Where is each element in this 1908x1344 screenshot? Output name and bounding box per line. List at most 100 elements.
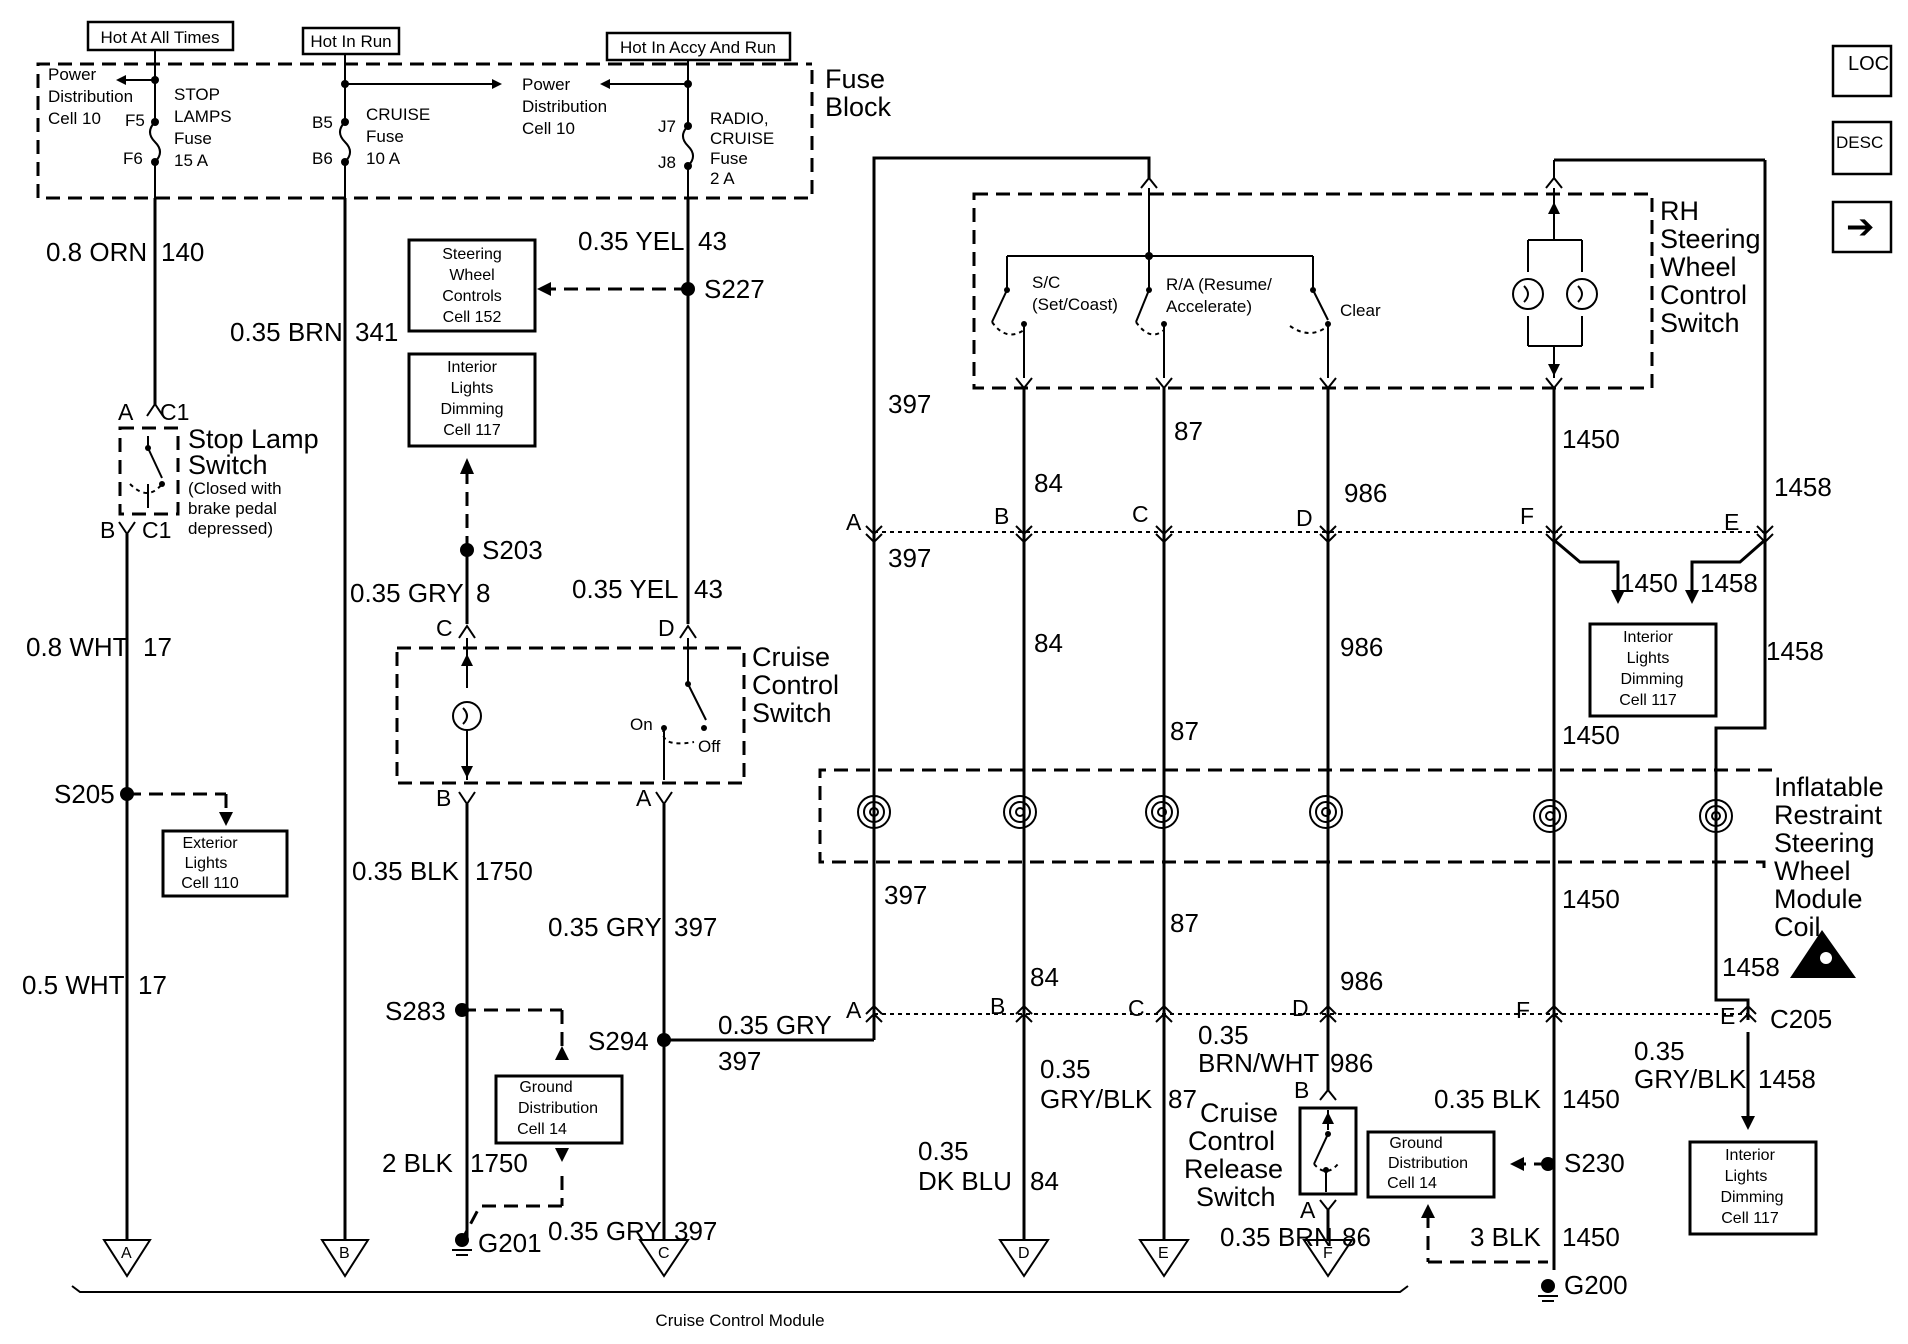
svg-text:Ground: Ground (1389, 1135, 1442, 1152)
svg-text:1450: 1450 (1562, 424, 1620, 454)
svg-text:F5: F5 (125, 111, 145, 130)
svg-text:1450: 1450 (1562, 1222, 1620, 1252)
svg-text:17: 17 (143, 632, 172, 662)
desc-button[interactable]: DESC (1831, 120, 1893, 176)
svg-text:986: 986 (1330, 1048, 1373, 1078)
svg-text:397: 397 (718, 1046, 761, 1076)
svg-text:986: 986 (1344, 478, 1387, 508)
terminal-c: C (638, 1239, 690, 1278)
svg-text:87: 87 (1168, 1084, 1197, 1114)
svg-text:3 BLK: 3 BLK (1470, 1222, 1541, 1252)
svg-text:Cell 14: Cell 14 (517, 1121, 567, 1138)
svg-text:Power: Power (522, 75, 571, 94)
svg-text:0.35 GRY: 0.35 GRY (718, 1010, 832, 1040)
svg-text:Steering: Steering (1660, 224, 1761, 254)
svg-text:S294: S294 (588, 1026, 649, 1056)
svg-text:Cell 117: Cell 117 (1619, 692, 1677, 709)
svg-text:A: A (118, 399, 134, 425)
svg-text:RH: RH (1660, 196, 1699, 226)
svg-text:Fuse: Fuse (174, 129, 212, 148)
svg-text:Block: Block (825, 92, 892, 122)
ref-steering-wheel-controls: Steering Wheel Controls Cell 152 (407, 238, 537, 333)
svg-text:A: A (846, 509, 862, 535)
svg-text:G200: G200 (1564, 1270, 1628, 1300)
terminal-a: A (102, 1239, 152, 1278)
svg-text:Interior: Interior (447, 359, 497, 376)
svg-text:87: 87 (1170, 908, 1199, 938)
svg-text:Cruise Control Module: Cruise Control Module (655, 1311, 824, 1330)
svg-text:1450: 1450 (1562, 884, 1620, 914)
svg-text:1458: 1458 (1758, 1064, 1816, 1094)
svg-text:0.35 BLK: 0.35 BLK (352, 856, 460, 886)
svg-text:CRUISE: CRUISE (710, 129, 774, 148)
svg-text:Lights: Lights (1627, 650, 1670, 667)
svg-text:C1: C1 (142, 517, 171, 543)
svg-text:Distribution: Distribution (518, 1100, 598, 1117)
svg-text:0.35 BRN: 0.35 BRN (1220, 1222, 1333, 1252)
svg-text:(Closed with: (Closed with (188, 479, 282, 498)
terminal-d: D (998, 1239, 1050, 1278)
svg-text:Switch: Switch (752, 698, 832, 728)
svg-text:S205: S205 (54, 779, 115, 809)
svg-text:Dimming: Dimming (440, 401, 503, 418)
svg-text:C: C (1128, 995, 1145, 1021)
svg-text:B6: B6 (312, 149, 333, 168)
svg-text:0.35 YEL: 0.35 YEL (578, 226, 685, 256)
svg-text:Hot In Run: Hot In Run (310, 32, 391, 51)
svg-text:Off: Off (698, 737, 721, 756)
fuse-block-title: Fuse (825, 64, 885, 94)
svg-text:0.35 YEL: 0.35 YEL (572, 574, 679, 604)
svg-text:2 BLK: 2 BLK (382, 1148, 453, 1178)
svg-text:Distribution: Distribution (48, 87, 133, 106)
svg-text:R/A (Resume/: R/A (Resume/ (1166, 275, 1272, 294)
svg-text:0.5 WHT: 0.5 WHT (22, 970, 125, 1000)
svg-text:1458: 1458 (1774, 472, 1832, 502)
svg-text:STOP: STOP (174, 85, 220, 104)
svg-text:1750: 1750 (470, 1148, 528, 1178)
circuit-43: 0.35 YEL 43 S227 0.35 YEL 43 (537, 198, 765, 624)
ref-interior-lights-1: Interior Lights Dimming Cell 117 (407, 352, 537, 448)
loc-button[interactable]: LOC (1831, 44, 1893, 98)
svg-text:0.8 WHT: 0.8 WHT (26, 632, 129, 662)
svg-text:Release: Release (1184, 1154, 1283, 1184)
header-hot-at-all-times: Hot At All Times (86, 20, 235, 52)
svg-text:depressed): depressed) (188, 519, 273, 538)
connector-row-top (865, 525, 1774, 544)
coil-icon (857, 795, 1733, 833)
svg-text:397: 397 (888, 543, 931, 573)
svg-text:0.35 GRY: 0.35 GRY (350, 578, 464, 608)
ref-ground-distribution-1: Ground Distribution Cell 14 (494, 1074, 624, 1145)
svg-text:Hot In Accy And Run: Hot In Accy And Run (620, 38, 776, 57)
svg-text:Cell 10: Cell 10 (48, 109, 101, 128)
cruise-control-module: Cruise Control Module (71, 1285, 1409, 1330)
svg-text:C: C (1132, 501, 1149, 527)
svg-text:B: B (994, 503, 1009, 529)
svg-text:D: D (658, 615, 675, 641)
svg-text:Cell 110: Cell 110 (181, 875, 239, 892)
svg-text:Accelerate): Accelerate) (1166, 297, 1252, 316)
svg-text:Control: Control (752, 670, 839, 700)
svg-text:Fuse: Fuse (710, 149, 748, 168)
svg-text:Cruise: Cruise (1200, 1098, 1278, 1128)
svg-text:A: A (121, 1245, 132, 1262)
svg-text:GRY/BLK: GRY/BLK (1040, 1084, 1153, 1114)
svg-text:F: F (1516, 997, 1530, 1023)
svg-text:0.35: 0.35 (1040, 1054, 1091, 1084)
ref-interior-lights-3: Interior Lights Dimming Cell 117 (1688, 1140, 1818, 1236)
ref-interior-lights-2: Interior Lights Dimming Cell 117 (1588, 622, 1718, 718)
svg-text:On: On (630, 715, 653, 734)
svg-text:1450: 1450 (1562, 720, 1620, 750)
svg-text:84: 84 (1034, 468, 1063, 498)
svg-text:Dimming: Dimming (1620, 671, 1683, 688)
svg-text:Wheel: Wheel (1660, 252, 1737, 282)
svg-text:RADIO,: RADIO, (710, 109, 769, 128)
circuit-1750: 0.35 BLK 1750 S283 2 BLK 1750 G201 (352, 804, 569, 1258)
next-page-button[interactable]: ➔ (1831, 200, 1893, 254)
svg-text:1458: 1458 (1766, 636, 1824, 666)
svg-text:Module: Module (1774, 884, 1863, 914)
svg-text:D: D (1296, 505, 1313, 531)
svg-text:DESC: DESC (1836, 133, 1883, 152)
svg-text:D: D (1018, 1245, 1030, 1262)
svg-text:S227: S227 (704, 274, 765, 304)
svg-text:(Set/Coast): (Set/Coast) (1032, 295, 1118, 314)
